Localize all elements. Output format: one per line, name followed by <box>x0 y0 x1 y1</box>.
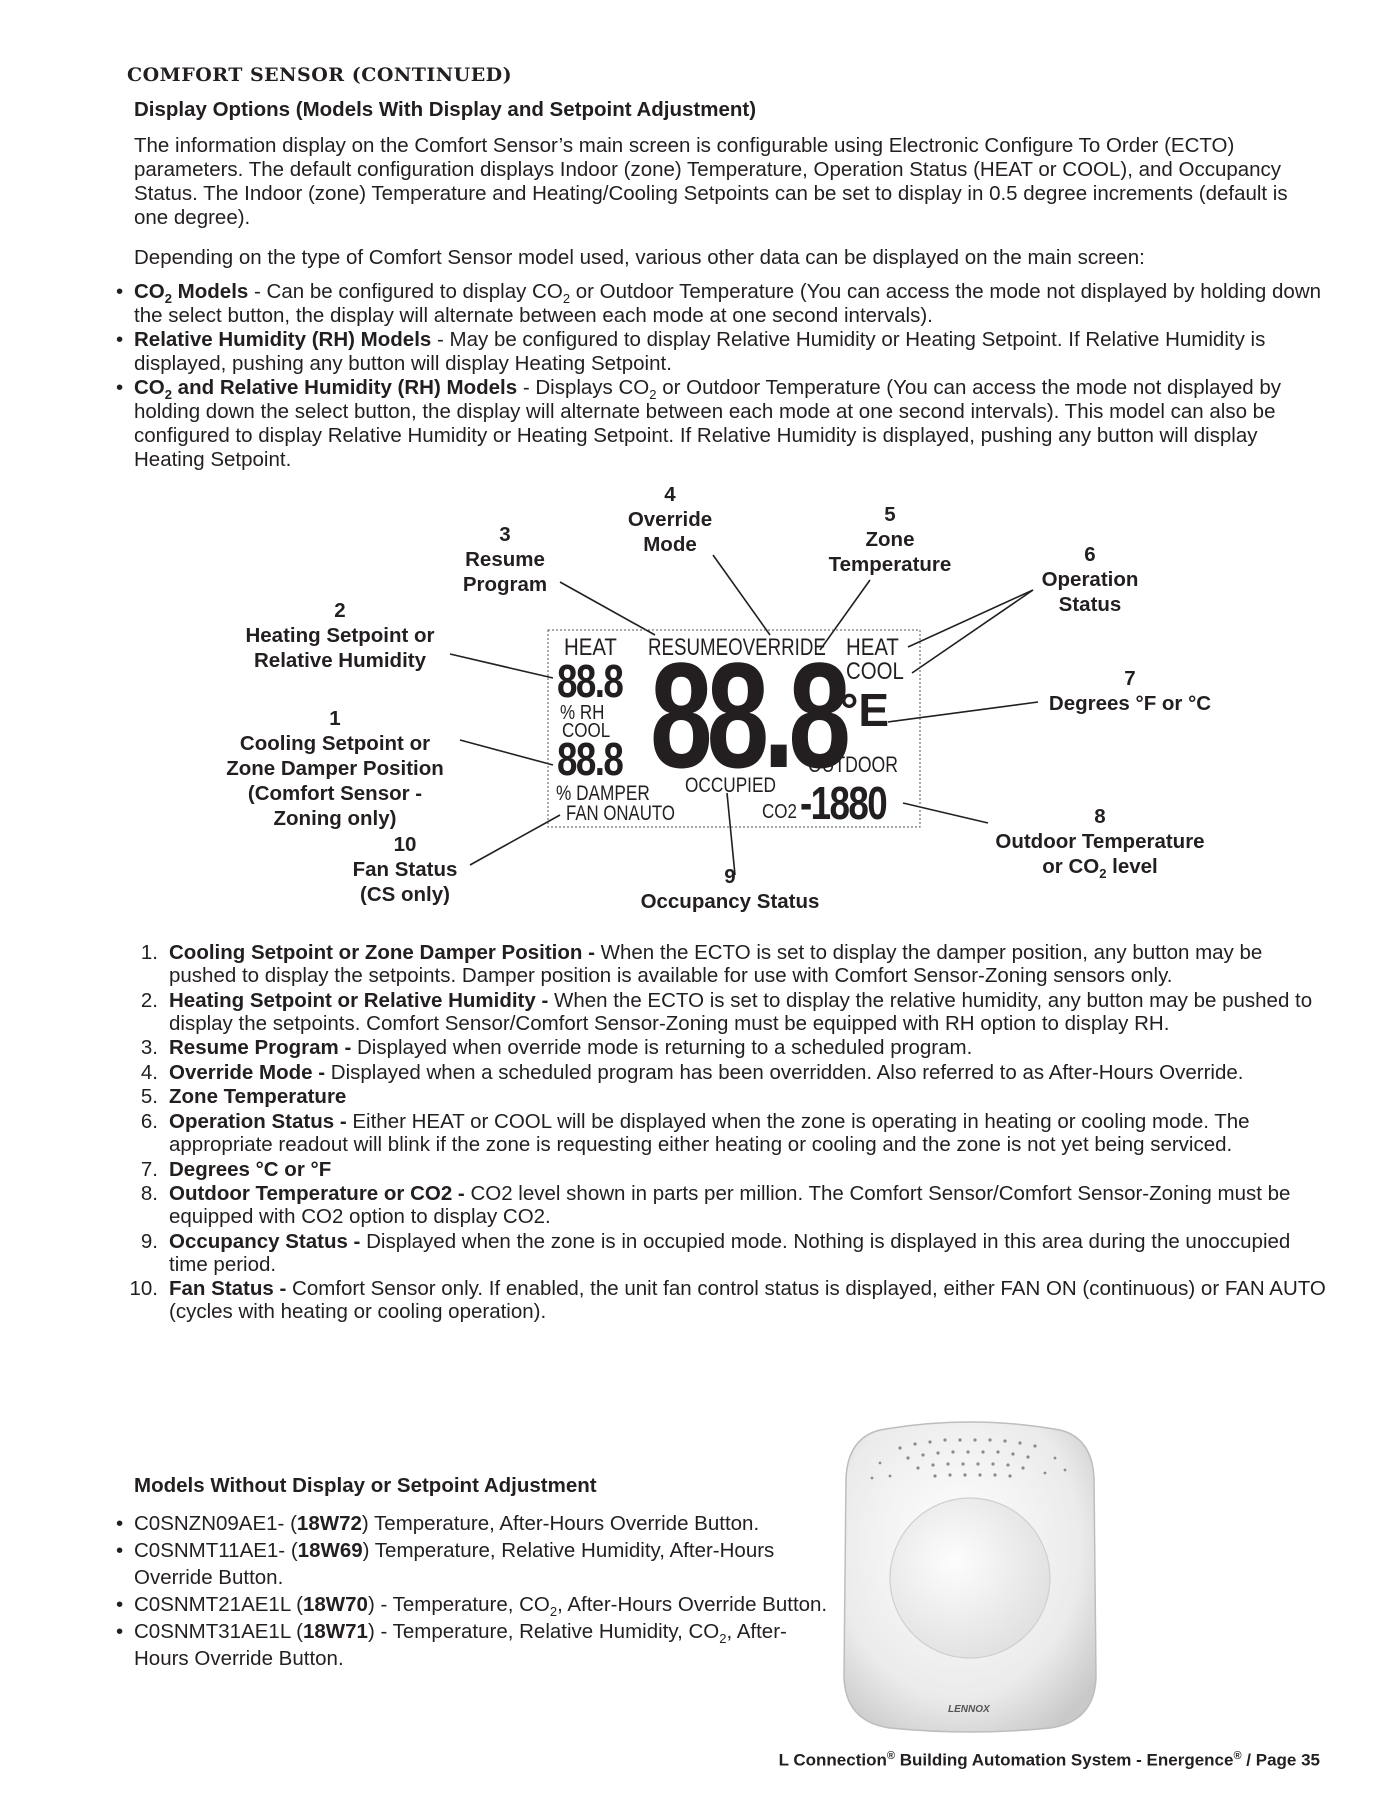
depending-paragraph: Depending on the type of Comfort Sensor … <box>134 246 1145 269</box>
lcd-heat-value: 88.8 <box>557 655 624 707</box>
bullet-co2-models: •CO2 Models - Can be configured to displ… <box>116 280 1322 327</box>
callout-7: 7 Degrees °F or °C <box>1048 667 1212 715</box>
models-list: •C0SNZN09AE1- (18W72) Temperature, After… <box>116 1510 836 1672</box>
lcd-cool-value: 88.8 <box>557 733 624 785</box>
list-item: •C0SNMT21AE1L (18W70) - Temperature, CO2… <box>116 1593 828 1620</box>
list-item: 3.Resume Program - Displayed when overri… <box>140 1036 973 1060</box>
lennox-logo: LENNOX <box>948 1704 990 1715</box>
model-bullet-list: •CO2 Models - Can be configured to displ… <box>116 280 1331 472</box>
callout-3: 3 Resume Program <box>462 523 548 596</box>
lcd-fan: FAN ONAUTO <box>566 802 675 825</box>
callout-2: 2 Heating Setpoint or Relative Humidity <box>245 599 435 672</box>
bullet-rh-models: •Relative Humidity (RH) Models - May be … <box>116 328 1266 375</box>
bullet-co2-rh-models: •CO2 and Relative Humidity (RH) Models -… <box>116 376 1281 471</box>
lcd-degree: °E <box>840 684 890 736</box>
section-title: COMFORT SENSOR (CONTINUED) <box>127 64 513 86</box>
callout-6: 6 Operation Status <box>1041 543 1139 616</box>
intro-paragraph: The information display on the Comfort S… <box>134 134 1288 229</box>
list-item: 6.Operation Status - Either HEAT or COOL… <box>140 1109 1250 1156</box>
list-item: 5.Zone Temperature <box>140 1085 347 1109</box>
numbered-descriptions: 1.Cooling Setpoint or Zone Damper Positi… <box>128 941 1328 1325</box>
lcd-rh: % RH <box>560 702 605 724</box>
display-options-title: Display Options (Models With Display and… <box>134 98 757 121</box>
lcd-resume-override: RESUMEOVERRIDE <box>648 634 826 661</box>
models-without-display-title: Models Without Display or Setpoint Adjus… <box>134 1474 597 1497</box>
callout-1: 1 Cooling Setpoint or Zone Damper Positi… <box>226 707 444 830</box>
lcd-co2: CO2 <box>762 801 797 823</box>
callout-lines <box>449 554 1039 876</box>
lcd-occupied: OCCUPIED <box>685 774 776 797</box>
lcd-outdoor-value: -1880 <box>800 777 888 829</box>
callout-8: 8 Outdoor Temperature or CO2 level <box>995 805 1205 882</box>
callout-5: 5 Zone Temperature <box>828 503 952 576</box>
lcd-heat-right: HEAT <box>846 634 899 661</box>
lcd-big-digits: 88.8 <box>650 631 851 799</box>
comfort-sensor-device-image: LENNOX <box>840 1418 1100 1734</box>
lcd-cool-left: COOL <box>562 720 611 742</box>
list-item: •C0SNZN09AE1- (18W72) Temperature, After… <box>116 1512 760 1535</box>
list-item: 10.Fan Status - Comfort Sensor only. If … <box>129 1277 1326 1324</box>
callout-10: 10 Fan Status (CS only) <box>352 833 458 906</box>
list-item: 1.Cooling Setpoint or Zone Damper Positi… <box>140 941 1263 987</box>
list-item: 9.Occupancy Status - Displayed when the … <box>140 1229 1291 1276</box>
display-diagram: HEAT 88.8 % RH COOL 88.8 % DAMPER FAN ON… <box>0 483 1391 940</box>
list-item: 2.Heating Setpoint or Relative Humidity … <box>140 988 1313 1035</box>
list-item: •C0SNMT31AE1L (18W71) - Temperature, Rel… <box>116 1620 787 1670</box>
callout-4: 4 Override Mode <box>627 483 713 556</box>
lcd-outdoor: OUTDOOR <box>808 752 898 777</box>
list-item: 8.Outdoor Temperature or CO2 - CO2 level… <box>140 1182 1291 1229</box>
list-item: 7.Degrees °C or °F <box>140 1157 332 1181</box>
lcd-damper: % DAMPER <box>556 782 650 805</box>
lcd-heat-left: HEAT <box>564 634 617 661</box>
list-item: 4.Override Mode - Displayed when a sched… <box>140 1060 1244 1084</box>
list-item: •C0SNMT11AE1- (18W69) Temperature, Relat… <box>116 1539 775 1589</box>
page-footer: L Connection® Building Automation System… <box>778 1750 1320 1770</box>
callout-9: 9 Occupancy Status <box>640 865 820 913</box>
lcd-cool-right: COOL <box>846 658 904 685</box>
